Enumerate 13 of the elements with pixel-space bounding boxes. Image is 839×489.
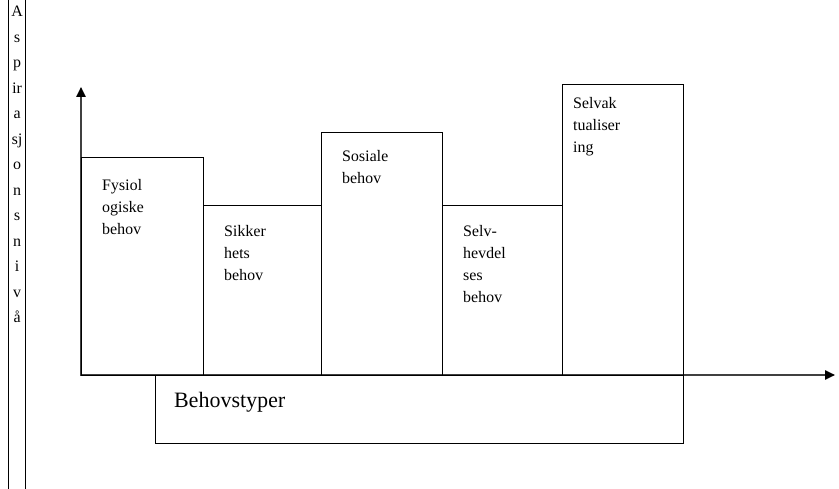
bar-label: Selvak tualiser ing	[573, 94, 622, 158]
need-bar	[203, 205, 322, 376]
bar-label: Selv- hevdel ses behov	[463, 222, 507, 308]
need-bar	[562, 84, 684, 376]
need-bar	[442, 205, 563, 376]
axis-title: Behovstyper	[174, 389, 286, 411]
axis-title-box	[8, 0, 26, 489]
bar-label: Fysiol ogiske behov	[102, 176, 145, 240]
need-bar	[81, 157, 204, 376]
axis-title: Aspirasjonsnivå	[11, 2, 23, 328]
bar-label: Sikker hets behov	[224, 222, 267, 286]
bar-label: Sosiale behov	[342, 147, 390, 189]
need-bar	[321, 132, 443, 376]
